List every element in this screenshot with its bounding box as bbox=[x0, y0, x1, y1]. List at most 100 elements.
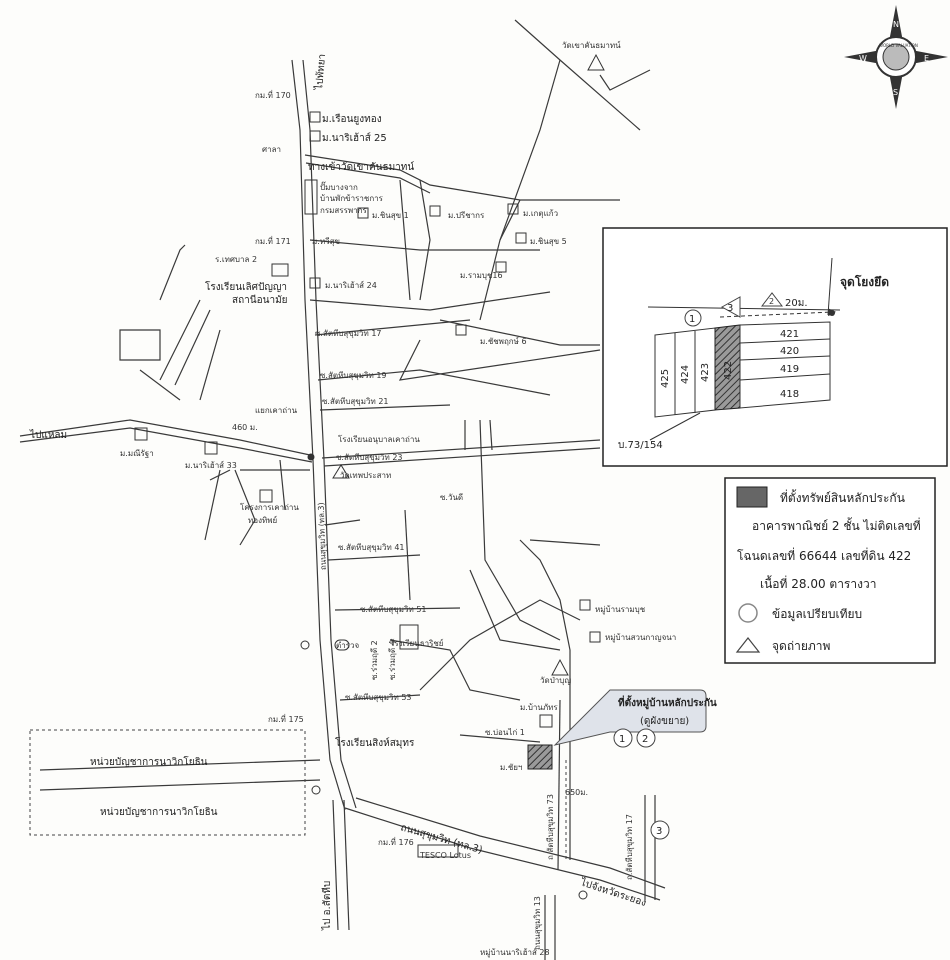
house-icon bbox=[309, 277, 321, 289]
kindergarten-label: โรงเรียนอนุบาลเคาถ่าน bbox=[338, 434, 420, 444]
legend-line4: เนื้อที่ 28.00 ตารางวา bbox=[760, 575, 876, 591]
wandee-label: ซ.วันดี bbox=[440, 493, 463, 502]
plot-424-label: 424 bbox=[680, 365, 691, 384]
compass-w: W bbox=[859, 54, 867, 63]
comparable-marker-1-label: 1 bbox=[619, 734, 625, 745]
plot-421-label: 421 bbox=[780, 329, 799, 340]
soi41-label: ซ.สัตหีบสุขุมวิท 41 bbox=[338, 543, 405, 552]
tesco-label: TESCO Lotus bbox=[419, 851, 471, 860]
house-icon bbox=[579, 599, 591, 611]
preecha-label: ม.ปรีชากร bbox=[448, 211, 485, 220]
inset-photo-3-icon bbox=[720, 296, 741, 318]
tesco-icon bbox=[417, 844, 459, 858]
house-icon bbox=[309, 111, 321, 123]
compass-ring-text: WORLD VALUATION bbox=[879, 43, 918, 48]
project-b-label: ทองทิพย์ bbox=[248, 515, 277, 525]
compass-n: N bbox=[893, 20, 899, 29]
government-label: กรมสรรพากร bbox=[320, 206, 368, 215]
km176-label: กม.ที่ 176 bbox=[378, 836, 414, 847]
navy2-label: หน่วยบัญชาการนาวิกโยธิน bbox=[100, 805, 218, 818]
junction-dot-icon bbox=[307, 453, 315, 461]
narihouse24-label: ม.นาริเฮ้าส์ 24 bbox=[325, 280, 377, 290]
temple-icon bbox=[332, 464, 350, 479]
shrine-icon bbox=[300, 640, 310, 650]
house-icon bbox=[204, 441, 218, 455]
comparable-marker-3 bbox=[650, 820, 670, 840]
soi53-label: ซ.สัตหีบสุขุมวิท 53 bbox=[345, 693, 412, 702]
soi13-road-label: ถนนสุขุมวิท 13 bbox=[533, 896, 542, 950]
shrine-icon bbox=[311, 785, 321, 795]
house-icon bbox=[429, 205, 441, 217]
inset-ref-label: บ.73/154 bbox=[618, 440, 663, 451]
chai-label: ม.ชัยฯ bbox=[500, 763, 522, 772]
inset-plan: จุดโยงยึด 20ม. 421 420 419 418 425 424 4… bbox=[602, 227, 948, 467]
wat-ban-label: วัดป่าบุญ bbox=[540, 676, 571, 685]
narihouse28-label: หมู่บ้านนาริเฮ้าส์ 28 bbox=[480, 947, 550, 958]
chinsuk1-label: ม.ชินสุข 1 bbox=[372, 211, 409, 220]
suankanchana-label: หมู่บ้านสวนกาญจนา bbox=[605, 633, 676, 643]
school1-label: โรงเรียนเลิศปัญญา bbox=[205, 280, 287, 293]
school2-label: โรงเรียนธาริชย์ bbox=[390, 638, 443, 648]
ketkaew-label: ม.เกตุแก้ว bbox=[523, 209, 558, 218]
house-icon bbox=[259, 489, 273, 503]
plot-422-label: 422 bbox=[723, 361, 734, 380]
temple-icon bbox=[551, 658, 569, 676]
inset-marker-3-label: 3 bbox=[727, 303, 733, 314]
legend: ที่ตั้งทรัพย์สินหลักประกัน อาคารพาณิชย์ … bbox=[724, 477, 936, 664]
legend-line1: ที่ตั้งทรัพย์สินหลักประกัน bbox=[780, 489, 905, 505]
house-icon bbox=[357, 207, 369, 219]
subject-callout: ที่ตั้งหมู่บ้านหลักประกัน (ดูผังขยาย) 1 … bbox=[553, 689, 717, 840]
rambut-label: หมู่บ้านรามบุช bbox=[595, 605, 646, 615]
police-icon bbox=[334, 639, 350, 651]
legend-circle-icon bbox=[738, 603, 758, 623]
building-icon bbox=[304, 179, 318, 215]
to-sattahip-label: ไป อ.สัตหีบ bbox=[321, 881, 333, 931]
comparable-marker-3-label: 3 bbox=[656, 826, 662, 837]
chinsuk5-label: ม.ชินสุข 5 bbox=[530, 237, 567, 246]
legend-line3: โฉนดเลขที่ 66644 เลขที่ดิน 422 bbox=[737, 547, 911, 563]
wat-thep-label: วัดเทพประสาท bbox=[340, 471, 391, 480]
shrine-icon bbox=[578, 890, 588, 900]
legend-line2: อาคารพาณิชย์ 2 ชั้น ไม่ติดเลขที่ bbox=[752, 517, 921, 533]
wat-top-label: วัดเขาคันธมาทน์ bbox=[562, 40, 621, 50]
inset-anchor-label: จุดโยงยึด bbox=[840, 274, 889, 290]
soi17-label: ซ.สัตหีบสุขุมวิท 17 bbox=[315, 329, 382, 338]
guesthouse-label: บ้านพักข้าราชการ bbox=[320, 194, 384, 203]
house-icon bbox=[539, 714, 553, 728]
small-soi-4-label: ซ.ร่วมฤดี 4 bbox=[388, 640, 397, 680]
main-road-label: ถนนสุขุมวิท (ทล.3) bbox=[317, 502, 328, 570]
ruen-yong-label: ม.เรือนยูงทอง bbox=[322, 113, 382, 125]
school3-label: โรงเรียนสิงห์สมุทร bbox=[335, 736, 415, 749]
map-labels: ไปพัทยา ไปแหลม ไป อ.สัตหีบ ไปจังหวัดระยอ… bbox=[29, 40, 676, 958]
rambut16-label: ม.รามบุช16 bbox=[460, 271, 503, 280]
soi23-label: ซ.สัตหีบสุขุมวิท 23 bbox=[336, 453, 403, 462]
wat-entrance-label: ทางเข้าวัดเขาคันธมาทน์ bbox=[308, 161, 414, 173]
narihouse33-label: ม.นาริเฮ้าส์ 33 bbox=[185, 460, 237, 470]
navy1-label: หน่วยบัญชาการนาวิกโยธิน bbox=[90, 755, 208, 768]
ban-phat-label: ม.บ้านภัทร bbox=[520, 703, 558, 712]
km175-label: กม.ที่ 175 bbox=[268, 713, 304, 724]
callout-subtitle: (ดูผังขยาย) bbox=[640, 716, 689, 727]
house-icon bbox=[507, 203, 519, 215]
to-laem-label: ไปแหลม bbox=[29, 429, 67, 441]
house-icon bbox=[589, 631, 601, 643]
distance-650-label: 650ม. bbox=[565, 788, 588, 797]
plot-425-label: 425 bbox=[660, 369, 671, 388]
plot-419-label: 419 bbox=[780, 364, 799, 375]
sala-label: ศาลา bbox=[262, 145, 281, 154]
comparable-marker-2 bbox=[636, 728, 656, 748]
house-icon bbox=[495, 261, 507, 273]
road-network bbox=[19, 19, 666, 960]
inset-marker-2-label: 2 bbox=[769, 297, 774, 306]
inset-photo-2-icon bbox=[760, 292, 784, 307]
legend-property-swatch bbox=[736, 486, 768, 508]
inset-marker-1 bbox=[684, 309, 702, 327]
km170-label: กม.ที่ 170 bbox=[255, 89, 291, 100]
small-soi-2-label: ซ.ร่วมฤดี 2 bbox=[370, 640, 379, 680]
compass-icon: N S E W WORLD VALUATION bbox=[844, 5, 948, 109]
junction-label: แยกเคาถ่าน bbox=[255, 406, 298, 415]
plot-423-label: 423 bbox=[700, 363, 711, 382]
comparable-marker-2-label: 2 bbox=[642, 734, 648, 745]
